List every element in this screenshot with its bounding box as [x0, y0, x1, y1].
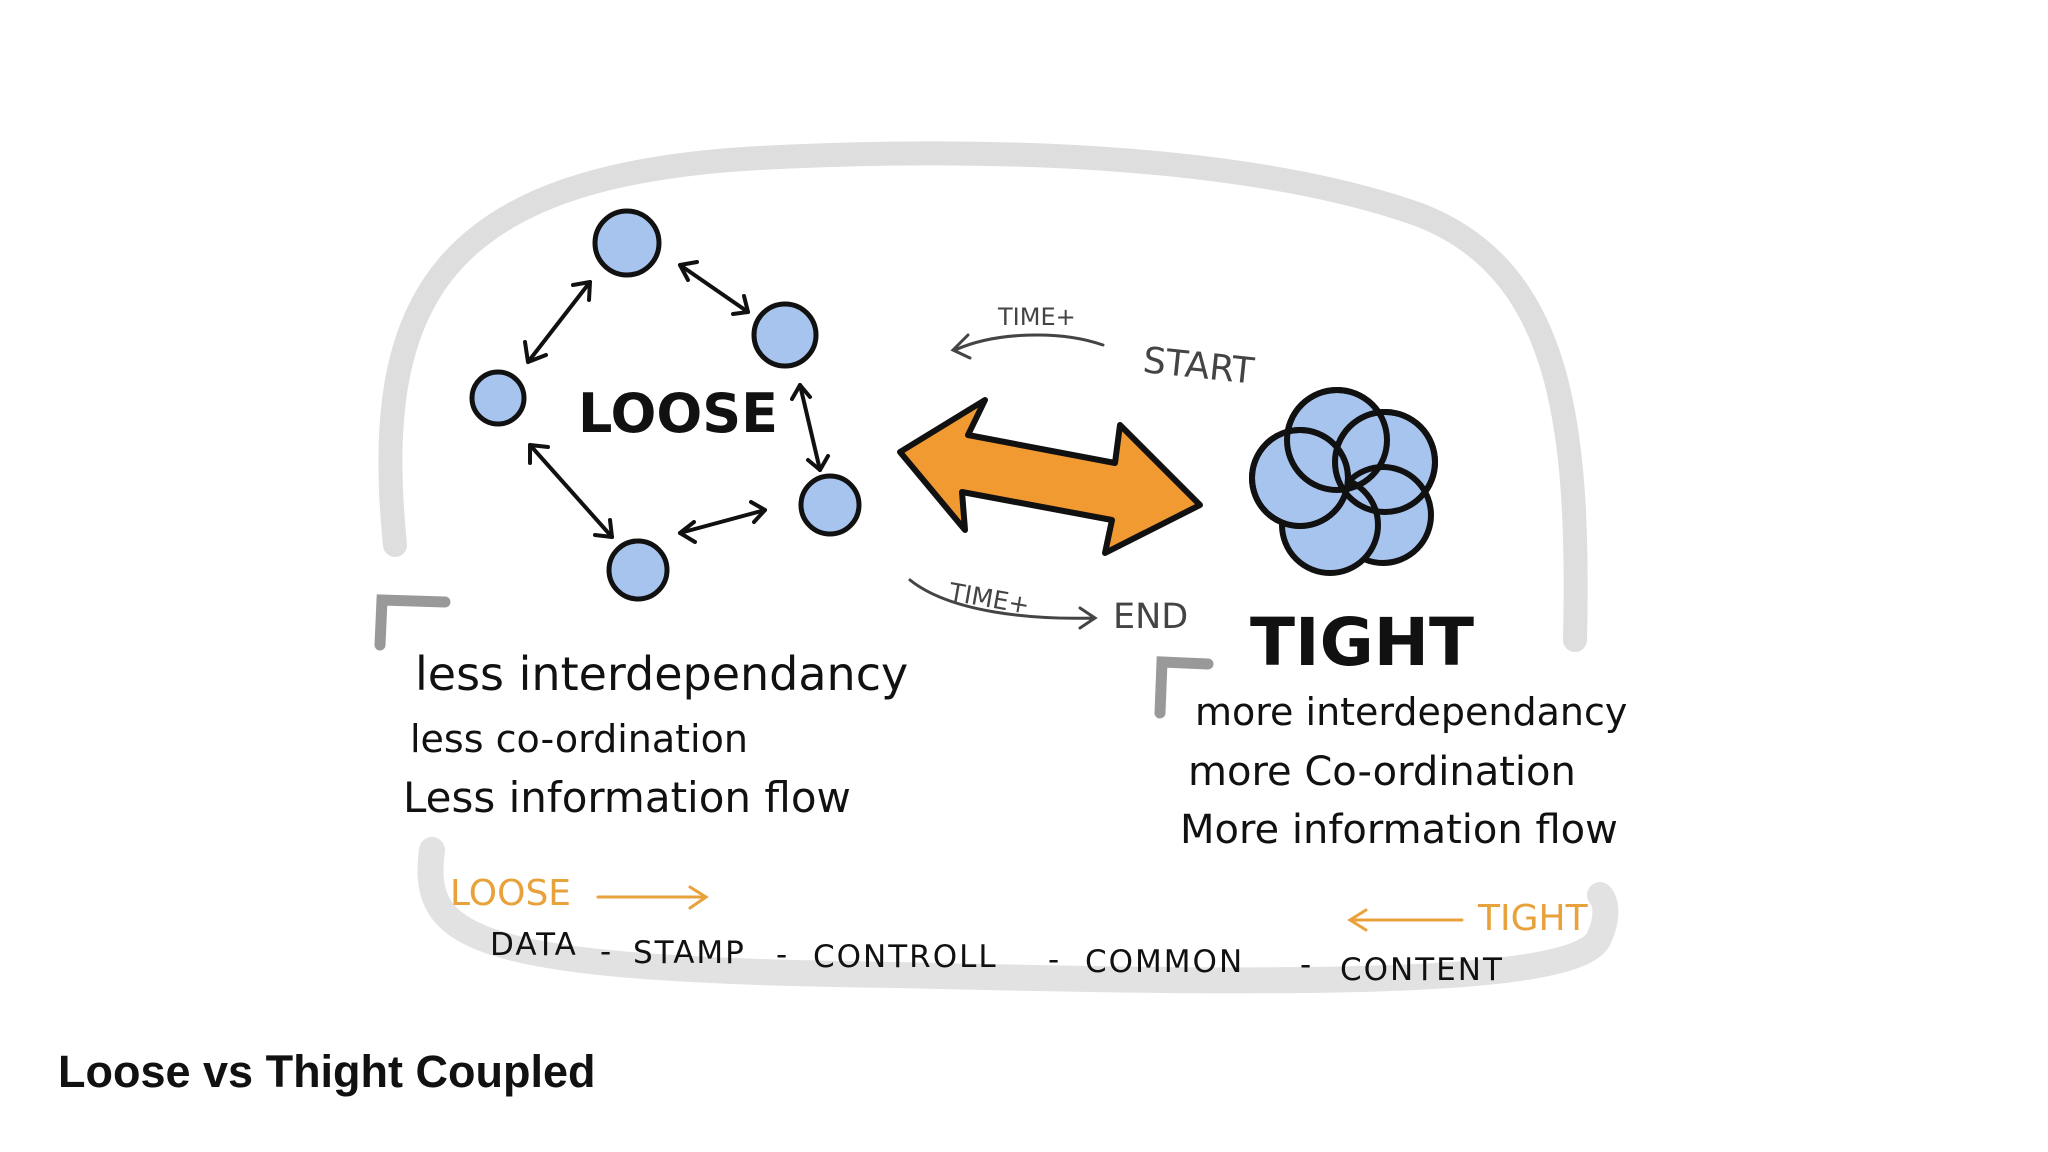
time-label-bottom: TIME+ [946, 577, 1032, 620]
note-line: More information flow [1180, 807, 1618, 853]
scale-item-data: DATA [490, 927, 578, 963]
tight-bracket [1154, 656, 1214, 719]
enclosing-arc [378, 141, 1588, 652]
loose-title: LOOSE [578, 382, 778, 445]
node [592, 208, 662, 278]
end-label: END [1113, 597, 1188, 637]
loose-network [469, 208, 862, 602]
scale-dash: - [776, 937, 789, 973]
slide-caption: Loose vs Thight Coupled [58, 1046, 596, 1097]
tight-cluster [1249, 387, 1438, 576]
scale-tight-label: TIGHT [1477, 898, 1589, 939]
scale-band [417, 837, 1619, 994]
loose-bracket [374, 594, 451, 651]
note-line: more interdependancy [1195, 690, 1627, 734]
time-arrow-bottom [908, 578, 1098, 630]
tight-notes: more interdependancy more Co-ordination … [1180, 690, 1627, 853]
loose-notes: less interdependancy less co-ordination … [403, 647, 908, 822]
note-line: less co-ordination [410, 717, 748, 761]
note-line: less interdependancy [415, 647, 908, 701]
scale-dash: - [1300, 947, 1313, 983]
note-line: Less information flow [403, 773, 851, 822]
node [751, 301, 819, 369]
scale-dash: - [1048, 942, 1061, 978]
node [606, 538, 670, 602]
node [798, 473, 862, 537]
double-arrow [897, 397, 1203, 556]
coupling-scale: DATA - STAMP - CONTROLL - COMMON - CONTE… [490, 927, 1504, 988]
tight-title: TIGHT [1250, 604, 1474, 681]
scale-loose-arrow [596, 885, 709, 910]
scale-item-content: CONTENT [1340, 952, 1504, 988]
scale-loose-label: LOOSE [450, 873, 571, 914]
node [469, 369, 527, 427]
scale-tight-arrow [1347, 908, 1464, 932]
scale-item-common: COMMON [1085, 944, 1244, 980]
scale-item-stamp: STAMP [633, 935, 746, 971]
time-label-top: TIME+ [997, 303, 1076, 331]
scale-dash: - [600, 934, 613, 970]
start-label: START [1141, 340, 1257, 392]
note-line: more Co-ordination [1188, 749, 1576, 795]
scale-item-controll: CONTROLL [813, 939, 998, 975]
time-arrow-top [950, 333, 1105, 360]
